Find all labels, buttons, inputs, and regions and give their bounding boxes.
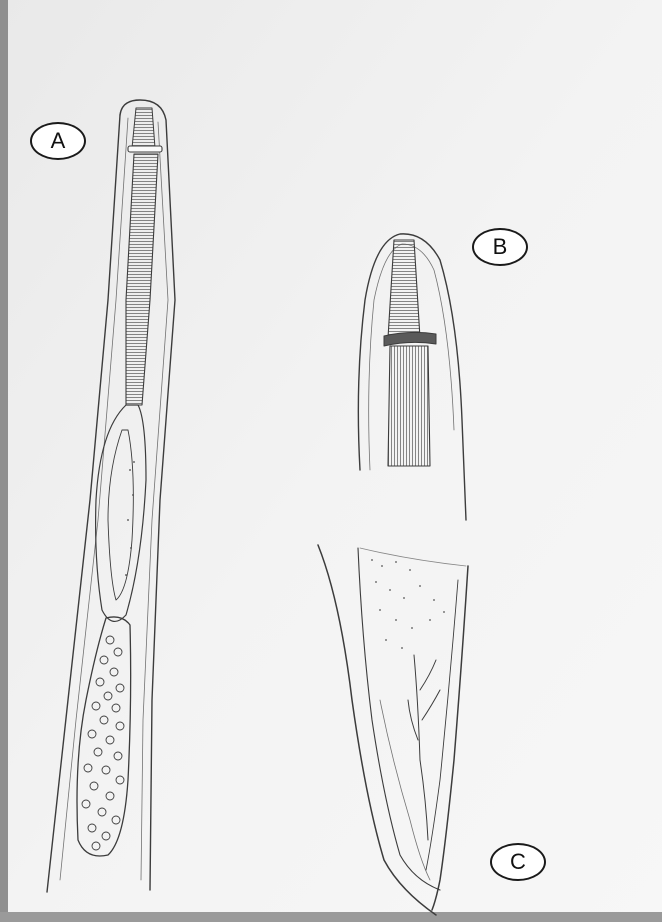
specimen-a-oesophagus-head (132, 108, 155, 148)
figure-label-c: C (490, 843, 546, 881)
paper-edge-left (0, 0, 8, 922)
specimen-b-oesophagus-lower (388, 346, 430, 466)
specimen-b-oesophagus-upper (388, 240, 420, 338)
figure-label-a: A (30, 122, 86, 160)
paper-edge-bottom (0, 912, 662, 922)
specimen-a-collar (128, 146, 162, 152)
figure-label-b: B (472, 228, 528, 266)
